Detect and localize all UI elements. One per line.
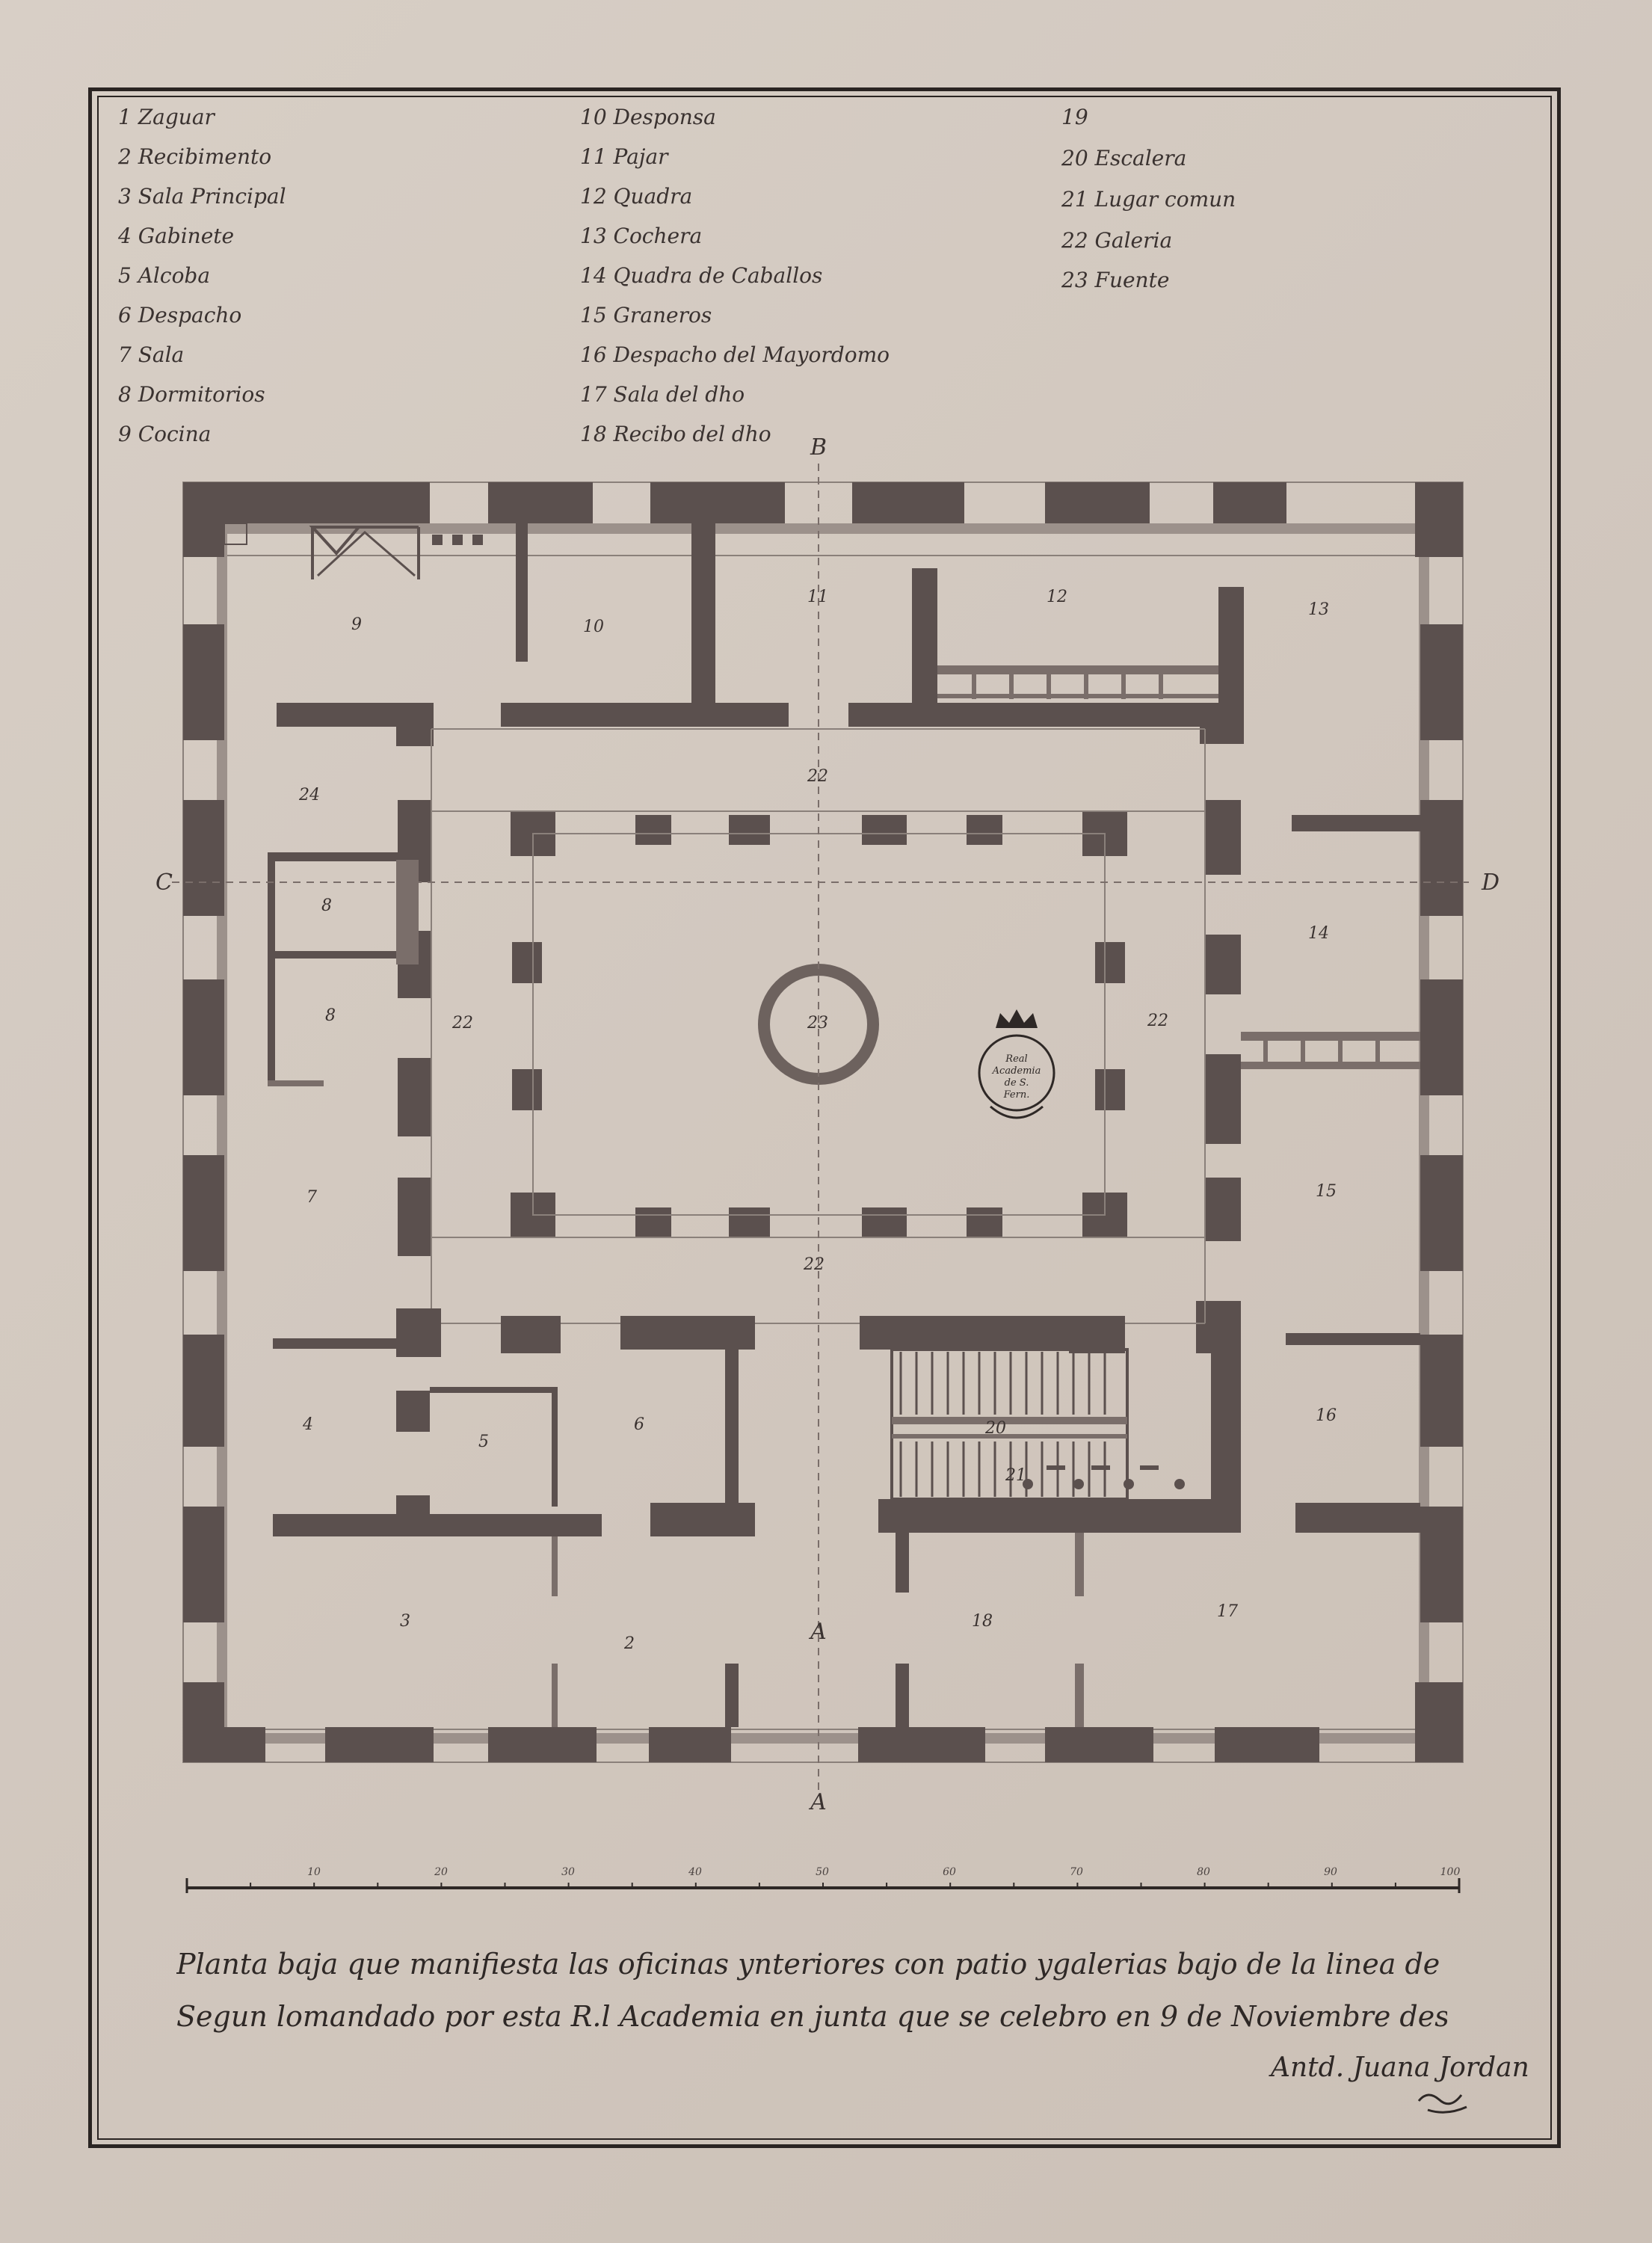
signature-flourish [1417,2093,1467,2114]
caption-line-1: Planta baja que manifiesta las oficinas … [176,1948,1447,1981]
signature: Antd. Juana Jordan [1271,2052,1529,2083]
scale-label: 20 [434,1866,448,1878]
legend-item: 22 Galeria [1061,228,1173,253]
left-rooms-walls [268,852,419,1086]
room-number: 5 [478,1433,489,1451]
stamp-text: Real [1005,1053,1027,1065]
stamp-text: de S. [1005,1077,1029,1089]
room-number: 11 [807,588,828,606]
legend-item: 3 Sala Principal [118,184,286,209]
room-number: 22 [1147,1012,1168,1030]
room-number: 17 [1217,1602,1238,1621]
scale-label: 60 [943,1866,956,1878]
stamp-text: Fern. [1003,1089,1030,1101]
room-number: 22 [803,1255,825,1274]
legend-item: 17 Sala del dho [580,382,745,407]
legend-item: 9 Cocina [118,422,212,446]
scale-label: 90 [1324,1866,1337,1878]
top-row-walls [224,523,1244,746]
legend-item: 14 Quadra de Caballos [580,263,823,288]
room-number: 3 [400,1612,410,1631]
room-number: 8 [321,896,332,915]
scale-ticks [186,1883,1460,1888]
legend-item: 15 Graneros [580,303,712,327]
bottom-wall-piers [183,1682,1463,1762]
scale-label: 50 [816,1866,829,1878]
scale-label: 80 [1197,1866,1210,1878]
section-label-b: B [810,434,827,461]
legend-item: 18 Recibo del dho [580,422,771,446]
latrine-seats [1023,1465,1185,1489]
room-number: 20 [984,1419,1006,1438]
legend-item: 21 Lugar comun [1061,187,1236,212]
scale-labels: 10 20 30 40 50 60 70 80 90 100 [307,1866,1460,1878]
bottom-row-walls [273,1308,1420,1727]
caption-line-2: Segun lomandado por esta R.l Academia en… [176,2000,1447,2033]
staircase [890,1348,1129,1501]
room-number: 18 [972,1612,993,1631]
legend-item: 12 Quadra [580,184,693,209]
academy-stamp: Real Academia de S. Fern. [978,1009,1055,1119]
room-numbers: 9 10 11 12 13 24 8 8 22 22 22 22 23 14 7… [298,588,1337,1653]
section-label-a-lower: A [808,1789,827,1815]
left-wall-piers [183,624,224,1622]
fountain [758,964,879,1085]
legend-item: 10 Desponsa [580,105,716,129]
room-number: 22 [451,1014,473,1033]
section-label-a-upper: A [808,1619,827,1645]
legend-item: 16 Despacho del Mayordomo [580,342,890,367]
room-number: 14 [1308,924,1329,943]
room-number: 2 [623,1634,635,1653]
legend-item: 20 Escalera [1061,146,1187,170]
room-number: 9 [351,615,362,634]
legend-item: 19 [1061,105,1088,129]
room-number: 23 [807,1014,828,1033]
room-number: 24 [298,786,320,804]
outer-frame [88,87,1561,2148]
top-wall-piers [183,482,1463,557]
scale-label: 10 [307,1866,321,1878]
room-number: 4 [302,1415,313,1434]
outer-wall-bands [183,482,1463,1762]
stamp-text: Academia [992,1065,1041,1077]
legend-item: 13 Cochera [580,224,703,248]
legend-item: 2 Recibimento [118,144,272,169]
section-axes [172,464,1469,1794]
room-number: 6 [634,1415,644,1434]
right-wall-piers [1420,624,1463,1622]
scale-label: 100 [1440,1866,1461,1878]
legend-item: 4 Gabinete [118,224,235,248]
scale-label: 30 [561,1866,575,1878]
legend-item: 23 Fuente [1061,268,1170,292]
scale-label: 40 [688,1866,702,1878]
wall-guidelines [182,481,1464,1763]
room-number: 15 [1316,1182,1337,1201]
room-number: 16 [1316,1406,1337,1425]
inner-frame [97,96,1552,2140]
section-label-d: D [1481,870,1500,896]
room-number: 12 [1047,588,1067,606]
room-number: 13 [1308,600,1329,619]
scale-label: 70 [1070,1866,1083,1878]
legend-item: 8 Dormitorios [118,382,265,407]
room-number: 7 [306,1188,317,1207]
legend-item: 5 Alcoba [118,263,211,288]
legend-item: 7 Sala [118,342,185,367]
room-number: 10 [583,618,604,636]
section-label-c: C [155,870,173,896]
room-number: 21 [1005,1466,1026,1485]
room-number: 8 [325,1006,336,1025]
room-number: 22 [807,767,828,786]
legend-item: 6 Despacho [118,303,242,327]
legend-item: 11 Pajar [580,144,668,169]
legend-item: 1 Zaguar [118,105,215,129]
